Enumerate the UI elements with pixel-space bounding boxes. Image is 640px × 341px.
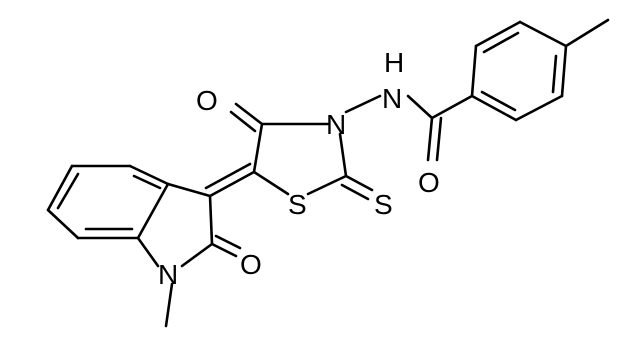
bond-camide-aryl [430, 94, 474, 120]
bond-tolyl-methyl [564, 18, 610, 48]
benzo-ring [46, 164, 170, 240]
atom-s-ring: S [288, 189, 307, 220]
bond-c2-s-double-b [340, 183, 370, 201]
bond-c2-n1 [180, 242, 214, 268]
bond-camide-o-a [426, 116, 434, 162]
bond-n-methyl [164, 282, 174, 328]
tolyl-ring [470, 20, 568, 122]
indolinone-ring [136, 182, 214, 268]
bond-c2-s1 [306, 174, 348, 196]
benzo-b3 [46, 208, 80, 240]
atom-n-indole: N [158, 259, 178, 290]
bond-c4-o-double-a [234, 102, 264, 126]
benzo-inner-2 [56, 172, 80, 210]
bond-c3-c3a [166, 182, 212, 198]
benzo-b1 [136, 182, 170, 240]
tolyl-b2 [474, 20, 522, 48]
tolyl-b6 [470, 94, 518, 122]
tolyl-b4 [560, 44, 568, 98]
bond-indole-co-a [210, 242, 238, 258]
atom-o-indole: O [240, 249, 262, 280]
thiazolidinone-ring [252, 122, 348, 196]
bond-exo-double-a [208, 170, 256, 198]
bond-camide-o-b [435, 116, 443, 162]
bond-n3-nh [344, 94, 382, 114]
benzo-inner-3 [132, 174, 162, 190]
atom-o-amide: O [418, 167, 440, 198]
atom-h-hydrazide: H [384, 47, 404, 78]
tolyl-b1 [470, 44, 478, 98]
atom-n-ring: N [326, 109, 346, 140]
atom-n-hydrazide: N [382, 83, 402, 114]
bond-s1-c5 [252, 170, 290, 196]
bond-nh-camide [406, 94, 434, 120]
tolyl-inner-3 [480, 90, 517, 112]
bond-c2-s-double-a [344, 174, 374, 192]
tolyl-b3 [518, 20, 568, 48]
tolyl-inner-2 [551, 54, 558, 94]
bond-c3-c2 [208, 194, 214, 246]
bond-c4-o-double-b [229, 110, 257, 133]
tolyl-inner-1 [482, 31, 520, 54]
tolyl-b5 [514, 94, 564, 122]
atom-o-carbonyl: O [196, 85, 218, 116]
bond-exo-double-b [204, 162, 252, 190]
bond-c5-c4 [252, 122, 264, 174]
bond-n1-c7a [136, 236, 160, 268]
benzo-b4 [46, 164, 74, 212]
benzo-b6 [128, 164, 170, 186]
bond-indole-co-b [214, 234, 242, 250]
atom-s-thione: S [374, 189, 393, 220]
bond-n3-c2 [338, 132, 348, 178]
